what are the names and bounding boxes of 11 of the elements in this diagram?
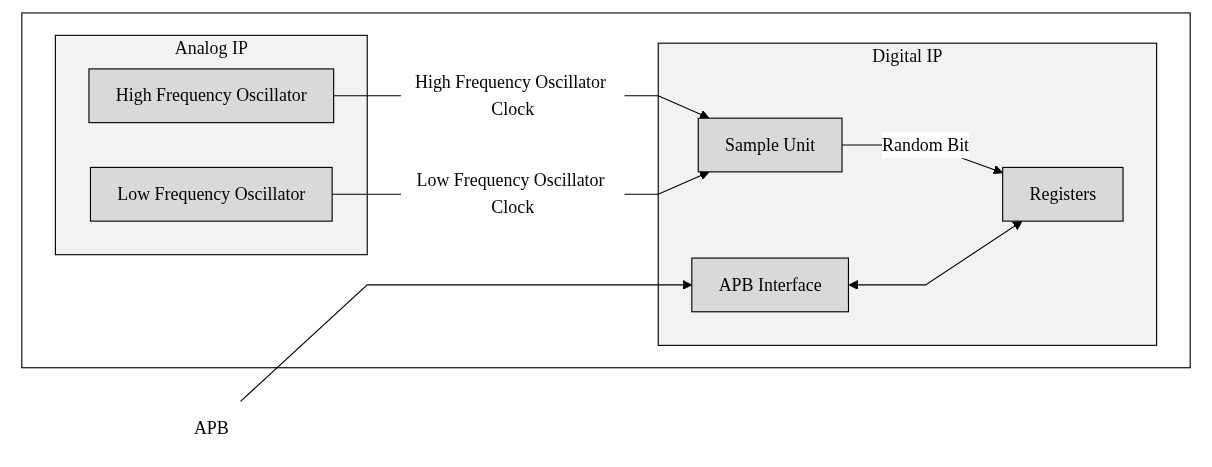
arrow xyxy=(848,220,1023,290)
node-box: High Frequency Oscillator xyxy=(88,67,335,123)
node-box: Low Frequency Oscillator xyxy=(89,166,333,222)
edge-label: Low Frequency Oscillator Clock xyxy=(416,170,605,217)
node-box: APB Interface xyxy=(691,257,849,312)
node-text: APB xyxy=(193,417,229,437)
edge-label: High Frequency Oscillator Clock xyxy=(415,71,606,118)
cluster xyxy=(21,11,1191,368)
node-box: Registers xyxy=(1002,166,1124,222)
edge-label: Random Bit xyxy=(882,134,970,154)
node-box: Sample Unit xyxy=(697,117,843,172)
